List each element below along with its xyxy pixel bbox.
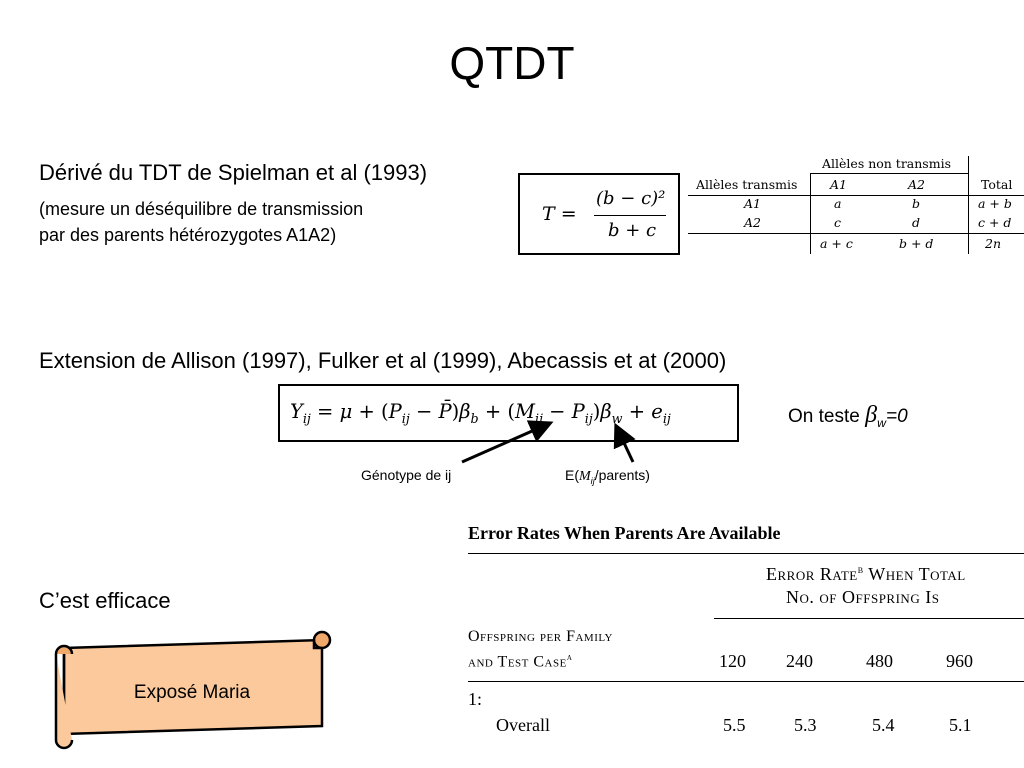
extension-heading: Extension de Allison (1997), Fulker et a… bbox=[39, 348, 727, 373]
expect-prefix: E( bbox=[565, 467, 579, 483]
tdt-row-a1-label: A1 bbox=[744, 196, 761, 211]
formula-denominator: b + c bbox=[608, 220, 657, 241]
expect-suffix: /parents) bbox=[594, 467, 650, 483]
error-table-title: Error Rates When Parents Are Available bbox=[468, 523, 781, 543]
error-col-960: 960 bbox=[946, 651, 973, 671]
tdt-row-a2-label: A2 bbox=[744, 215, 761, 230]
tdt-cell-a: a bbox=[834, 196, 842, 211]
slide-title: QTDT bbox=[449, 37, 575, 89]
tdt-cell-b: b bbox=[912, 196, 921, 211]
error-rate-table: Error Rates When Parents Are Available E… bbox=[468, 523, 1024, 763]
error-table-rule bbox=[714, 618, 1024, 619]
tdt-cell-cd: c + d bbox=[978, 215, 1012, 230]
scroll-label: Exposé Maria bbox=[133, 682, 251, 703]
tdt-vrule bbox=[810, 174, 811, 254]
intro-description: (mesure un déséquilibre de transmission … bbox=[39, 196, 363, 248]
error-value-120: 5.5 bbox=[723, 715, 746, 735]
formula-lhs: T = bbox=[542, 203, 577, 225]
formula-numerator: (b − c)² bbox=[596, 188, 666, 209]
tdt-total-ac: a + c bbox=[820, 236, 853, 251]
test-statement: On teste βw=0 bbox=[788, 402, 908, 430]
tdt-formula-box: T = (b − c)² b + c bbox=[518, 173, 680, 255]
error-row-header-2: and Test Casea bbox=[468, 652, 573, 671]
error-value-480: 5.4 bbox=[872, 715, 895, 735]
tdt-total-bd: b + d bbox=[899, 236, 934, 251]
tdt-vrule bbox=[968, 156, 969, 254]
tdt-rule bbox=[688, 233, 1024, 234]
error-col-120: 120 bbox=[719, 651, 746, 671]
test-suffix: =0 bbox=[885, 406, 908, 427]
error-group-header-1: Error Rateb When Total bbox=[766, 563, 966, 584]
error-value-240: 5.3 bbox=[794, 715, 817, 735]
error-row-overall: Overall bbox=[496, 715, 550, 735]
arrow-expectation bbox=[613, 422, 636, 463]
beta-subscript: w bbox=[877, 415, 886, 430]
error-group-header-2: No. of Offspring Is bbox=[786, 587, 940, 607]
tdt-rule bbox=[810, 173, 968, 174]
tdt-header-group: Allèles non transmis bbox=[822, 156, 951, 171]
error-table-rule bbox=[468, 553, 1024, 554]
error-col-480: 480 bbox=[866, 651, 893, 671]
error-section-label: 1: bbox=[468, 689, 483, 709]
arrow-genotype bbox=[461, 420, 554, 464]
tdt-col-a1: A1 bbox=[830, 177, 847, 192]
fraction-bar bbox=[594, 215, 666, 216]
annotation-genotype: Génotype de ij bbox=[361, 467, 452, 483]
expect-var: M bbox=[579, 469, 591, 484]
tdt-col-total: Total bbox=[981, 177, 1013, 192]
expect-sub: ij bbox=[590, 475, 595, 486]
tdt-cell-ab: a + b bbox=[978, 196, 1012, 211]
error-col-240: 240 bbox=[786, 651, 813, 671]
tdt-rule bbox=[688, 195, 1024, 196]
tdt-cell-c: c bbox=[834, 215, 842, 230]
error-value-960: 5.1 bbox=[949, 715, 972, 735]
tdt-total-2n: 2n bbox=[985, 236, 1002, 251]
tdt-row-header: Allèles transmis bbox=[696, 177, 798, 192]
efficace-text: C’est efficace bbox=[39, 588, 171, 613]
tdt-col-a2: A2 bbox=[908, 177, 925, 192]
error-row-header-1: Offspring per Family bbox=[468, 628, 613, 645]
intro-line-1: (mesure un déséquilibre de transmission bbox=[39, 199, 364, 219]
tdt-cell-d: d bbox=[912, 215, 921, 230]
beta-symbol: β bbox=[865, 402, 878, 428]
error-table-rule bbox=[468, 681, 1024, 682]
test-prefix: On teste bbox=[788, 406, 866, 427]
intro-heading: Dérivé du TDT de Spielman et al (1993) bbox=[39, 160, 428, 185]
scroll-shape[interactable] bbox=[44, 628, 344, 752]
annotation-expectation: E(Mij/parents) bbox=[565, 467, 650, 486]
regression-formula: Yij = μ + (Pij − P̄)βb + (Mij − Pij)βw +… bbox=[290, 400, 671, 426]
intro-line-2: par des parents hétérozygotes A1A2) bbox=[39, 225, 337, 245]
tdt-table: Allèles non transmis Allèles transmis A1… bbox=[688, 156, 1024, 256]
